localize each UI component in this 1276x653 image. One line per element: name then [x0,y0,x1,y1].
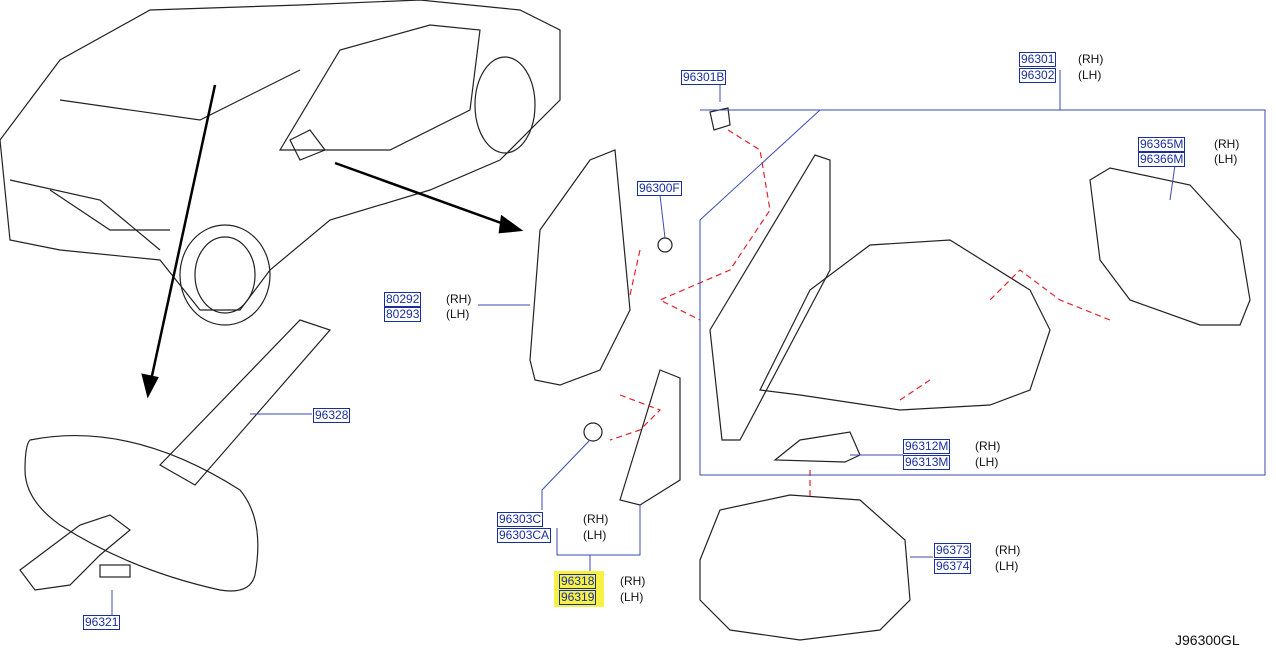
leader-lines [111,70,1266,618]
side-lh: (LH) [583,528,607,542]
turn-lamp-illustration [773,431,861,463]
part-label-96312M[interactable]: 96312M [903,439,951,454]
side-rh: (RH) [975,439,1001,453]
part-label-96365M[interactable]: 96365M [1138,137,1186,152]
part-label-96328[interactable]: 96328 [313,408,351,423]
mirror-housing-illustration [759,239,1051,411]
side-lh: (LH) [1214,152,1238,166]
side-lh: (LH) [995,559,1019,573]
side-rh: (RH) [1078,52,1104,66]
mirror-glass-illustration [1089,167,1251,326]
part-label-96301[interactable]: 96301 [1019,52,1057,67]
inner-trim-illustration [529,149,631,386]
corner-finisher-illustration [619,369,681,506]
part-label-96303CA[interactable]: 96303CA [497,528,552,543]
side-rh: (RH) [995,543,1021,557]
side-rh: (RH) [1214,137,1240,151]
part-label-80292[interactable]: 80292 [384,292,422,307]
vehicle-illustration [0,0,561,326]
side-lh: (LH) [1078,68,1102,82]
part-label-96366M[interactable]: 96366M [1138,152,1186,167]
part-label-96301B[interactable]: 96301B [681,70,727,85]
side-rh: (RH) [446,292,472,306]
part-label-80293[interactable]: 80293 [384,307,422,322]
side-lh: (LH) [620,590,644,604]
part-label-96318[interactable]: 96318 [559,574,597,589]
part-label-96319[interactable]: 96319 [559,590,597,605]
side-rh: (RH) [583,512,609,526]
part-label-96302[interactable]: 96302 [1019,68,1057,83]
cover-bracket-illustration [159,319,332,486]
mirror-frame-illustration [709,154,831,441]
part-label-96374[interactable]: 96374 [934,559,972,574]
assembly-dashed-lines [609,129,1111,500]
side-lh: (LH) [446,307,470,321]
arrows [141,84,524,399]
rearview-mirror-illustration [19,435,259,592]
side-lh: (LH) [975,455,999,469]
part-label-96303C[interactable]: 96303C [497,512,544,527]
part-label-96300F[interactable]: 96300F [637,181,682,196]
part-label-96313M[interactable]: 96313M [903,455,951,470]
part-label-96321[interactable]: 96321 [83,615,121,630]
part-label-96373[interactable]: 96373 [934,543,972,558]
diagram-code: J96300GL [1175,632,1240,648]
side-rh: (RH) [620,574,646,588]
mirror-cover-illustration [699,494,911,641]
